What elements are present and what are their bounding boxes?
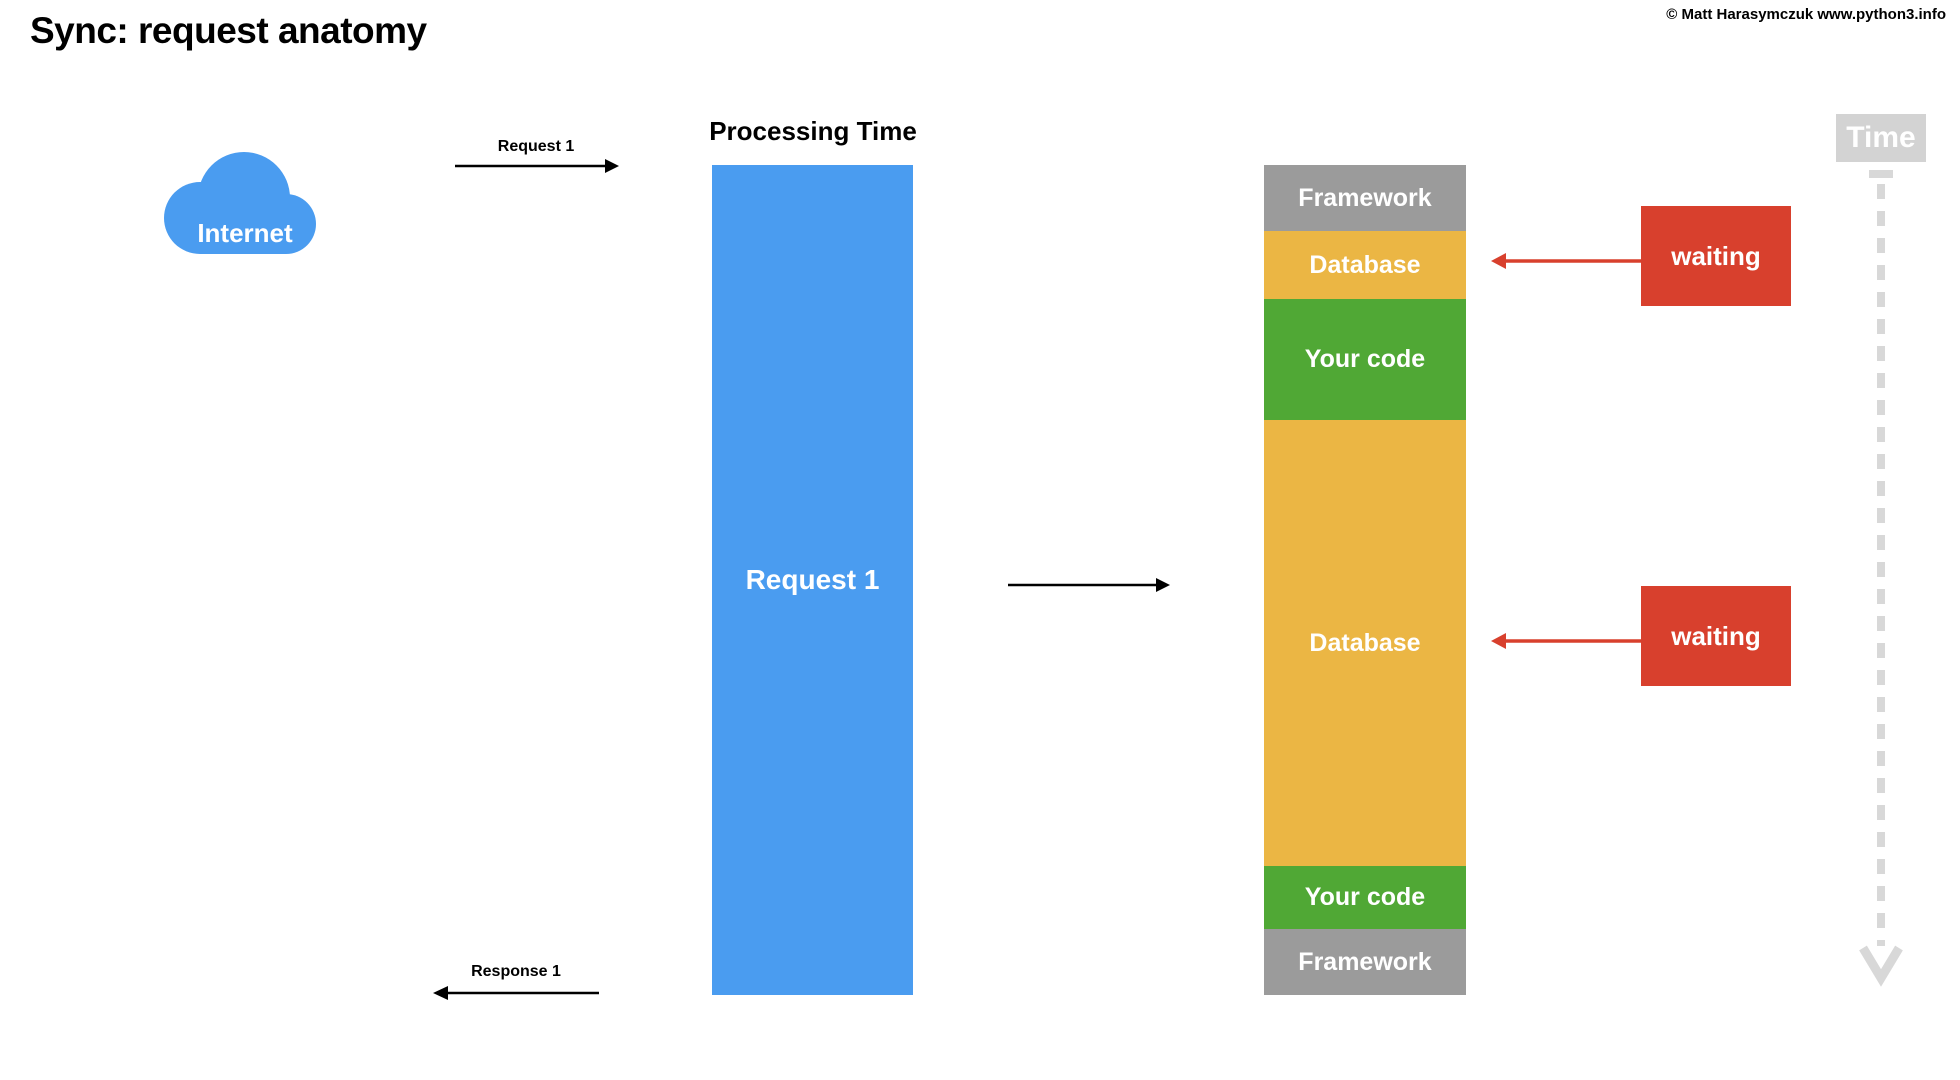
waiting-box-top: waiting [1641,206,1791,306]
time-label: Time [1846,121,1916,154]
stack-segment-label: Framework [1298,947,1432,976]
internet-label: Internet [197,218,293,248]
time-axis-title: Time [1836,114,1926,162]
request-arrow-label: Request 1 [497,138,575,155]
response-arrow-label: Response 1 [471,963,561,980]
stack-segment-your-code-bottom: Your code [1264,866,1466,929]
waiting-arrow-top [1491,253,1641,269]
internet-cloud-icon: Internet [164,152,316,254]
stack-segment-database-top: Database [1264,231,1466,299]
request-arrow [455,159,619,173]
stack-segment-framework-bottom: Framework [1264,929,1466,995]
stack-segment-label: Database [1309,628,1421,657]
copyright-text: © Matt Harasymczuk www.python3.info [1666,6,1946,23]
time-axis-arrow [1859,170,1903,987]
stack-segment-framework-top: Framework [1264,165,1466,231]
bar-to-stack-arrow [1008,578,1170,592]
waiting-label: waiting [1671,240,1761,271]
response-arrow [433,986,599,1000]
waiting-arrow-bottom [1491,633,1641,649]
stack-segment-your-code-top: Your code [1264,299,1466,420]
stack-segment-database-main: Database [1264,420,1466,866]
stack-segment-label: Framework [1298,183,1432,212]
stack-segment-label: Your code [1304,345,1426,373]
waiting-box-bottom: waiting [1641,586,1791,686]
stack-segment-label: Your code [1304,883,1426,911]
page-title: Sync: request anatomy [30,10,427,51]
stack-segment-label: Database [1309,250,1421,279]
execution-stack: Framework Database Your code Database Yo… [1264,165,1466,995]
waiting-label: waiting [1671,620,1761,651]
request-bar-label: Request 1 [745,564,880,595]
request-processing-bar: Request 1 [712,165,913,995]
processing-time-heading: Processing Time [709,116,917,146]
